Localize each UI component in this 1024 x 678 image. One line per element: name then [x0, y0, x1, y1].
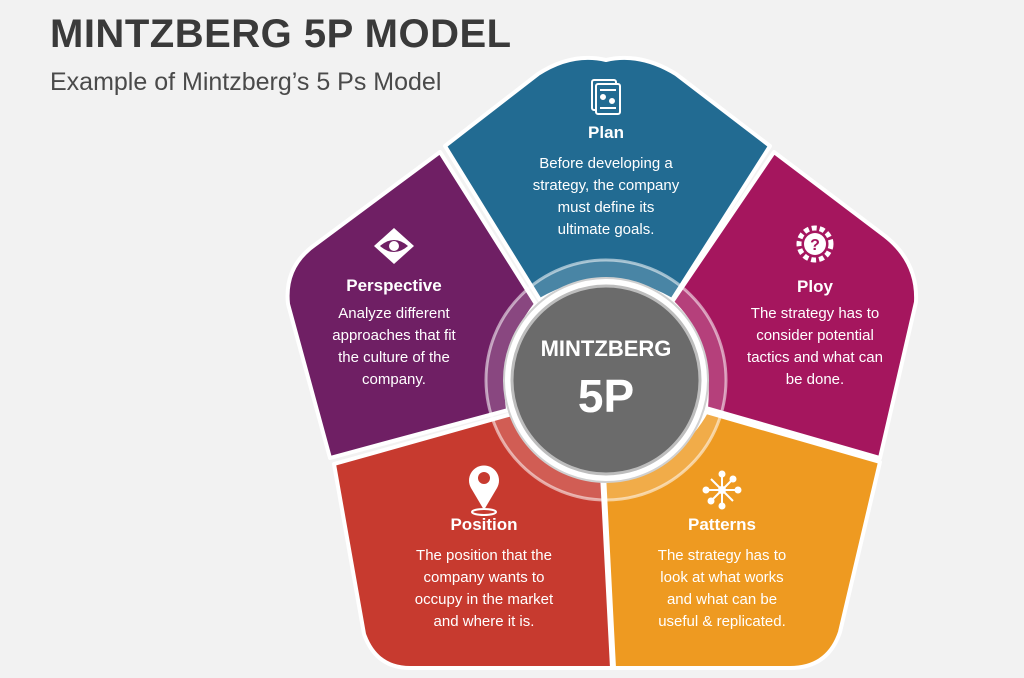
patterns-desc-1: The strategy has to — [658, 547, 786, 564]
position-desc-1: The position that the — [416, 547, 552, 564]
plan-title: Plan — [588, 123, 624, 142]
patterns-desc-3: and what can be — [667, 591, 777, 608]
perspective-desc-1: Analyze different — [338, 305, 450, 322]
page-subtitle: Example of Mintzberg’s 5 Ps Model — [50, 68, 442, 96]
patterns-desc-2: look at what works — [660, 569, 783, 586]
page-title: MINTZBERG 5P MODEL — [50, 12, 512, 56]
location-pin-icon — [469, 465, 499, 516]
perspective-title: Perspective — [346, 276, 441, 295]
perspective-desc-2: approaches that fit — [332, 327, 456, 344]
plan-desc-1: Before developing a — [539, 155, 673, 172]
ploy-desc-3: tactics and what can — [747, 349, 883, 366]
position-desc-4: and where it is. — [434, 613, 535, 630]
gear-question-icon: ? — [796, 225, 834, 263]
eye-icon — [374, 228, 414, 264]
plan-icon-group — [591, 79, 621, 115]
ploy-desc-1: The strategy has to — [751, 305, 879, 322]
perspective-desc-4: company. — [362, 371, 426, 388]
position-title: Position — [450, 515, 517, 534]
center-circle[interactable] — [510, 284, 702, 476]
position-desc-2: company wants to — [424, 569, 545, 586]
ploy-desc-4: be done. — [786, 371, 844, 388]
plan-desc-4: ultimate goals. — [558, 221, 655, 238]
burst-icon — [702, 470, 742, 510]
plan-desc-3: must define its — [558, 199, 655, 216]
patterns-desc-4: useful & replicated. — [658, 613, 786, 630]
position-desc-3: occupy in the market — [415, 591, 554, 608]
center-label-5p: 5P — [578, 370, 634, 422]
document-icon — [591, 79, 621, 115]
plan-desc-2: strategy, the company — [533, 177, 680, 194]
svg-text:?: ? — [810, 237, 820, 254]
ploy-title: Ploy — [797, 277, 833, 296]
perspective-desc-3: the culture of the — [338, 349, 450, 366]
ploy-desc-2: consider potential — [756, 327, 874, 344]
center-label-top: MINTZBERG — [541, 336, 672, 361]
patterns-title: Patterns — [688, 515, 756, 534]
